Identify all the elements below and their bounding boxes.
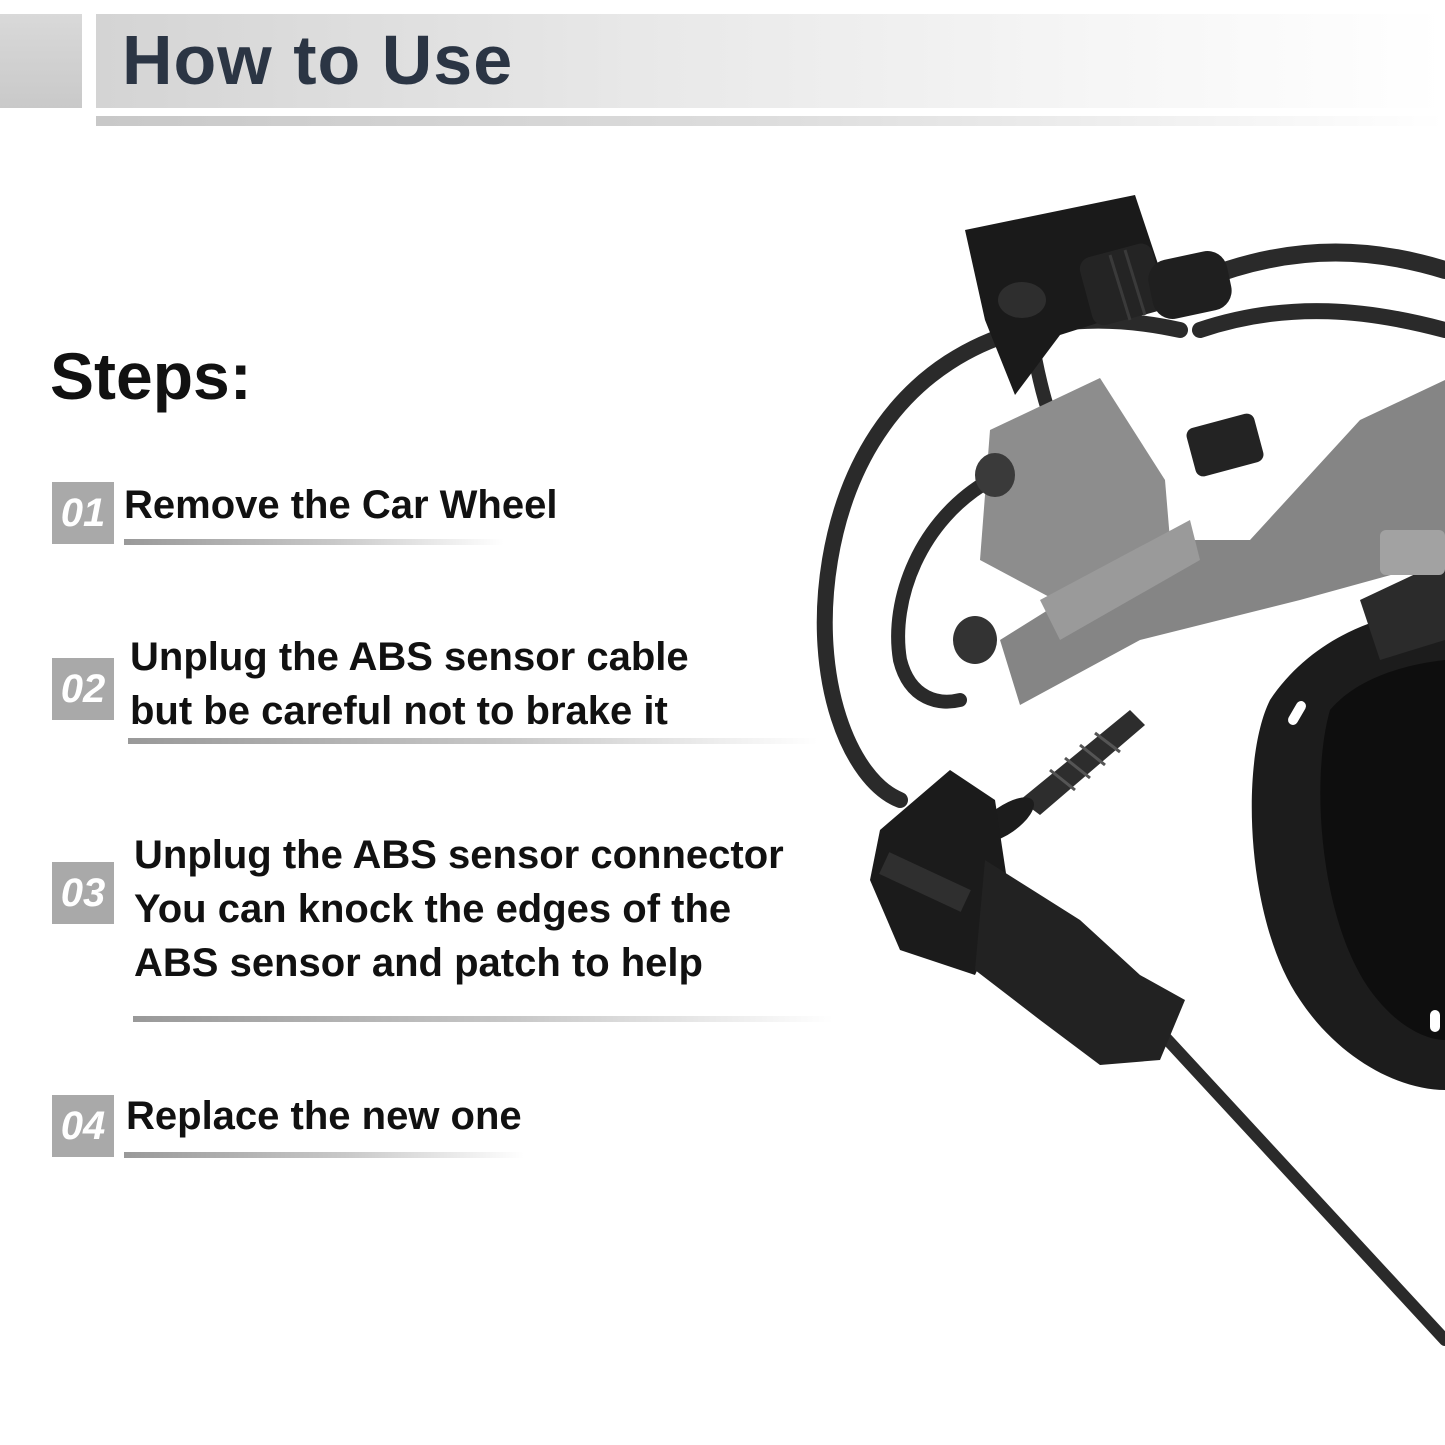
step-line-text: ABS sensor and patch to help	[134, 941, 703, 985]
step-number-badge: 04	[52, 1095, 114, 1157]
step-number-badge: 02	[52, 658, 114, 720]
step-text: Replace the new one	[126, 1089, 522, 1143]
header-accent-square	[0, 14, 82, 108]
upper-clip-connector	[965, 195, 1232, 395]
step-underline	[128, 738, 818, 744]
step-text: Remove the Car Wheel	[124, 478, 557, 532]
grey-connector-housing	[953, 378, 1445, 705]
step-line-text: Unplug the ABS sensor cable	[130, 635, 689, 679]
step-text: Unplug the ABS sensor cable but be caref…	[130, 630, 689, 738]
header-band	[96, 14, 1445, 108]
step-line-text: Remove the Car Wheel	[124, 483, 558, 527]
step-underline	[124, 539, 504, 545]
mounting-bracket	[1251, 560, 1445, 1090]
header-underline	[96, 116, 1445, 126]
step-line-text: Replace the new one	[126, 1094, 522, 1138]
page-title: How to Use	[122, 21, 514, 99]
lower-plug-connector	[870, 770, 1185, 1065]
steps-heading: Steps:	[50, 339, 252, 413]
step-line-text: You can knock the edges of the	[134, 887, 732, 931]
step-text: Unplug the ABS sensor connector You can …	[134, 828, 784, 990]
step-number-badge: 03	[52, 862, 114, 924]
step-number-badge: 01	[52, 482, 114, 544]
step-underline	[124, 1152, 524, 1158]
step-underline	[133, 1016, 833, 1022]
step-line-text: but be careful not to brake it	[130, 689, 668, 733]
step-line-text: Unplug the ABS sensor connector	[134, 833, 784, 877]
